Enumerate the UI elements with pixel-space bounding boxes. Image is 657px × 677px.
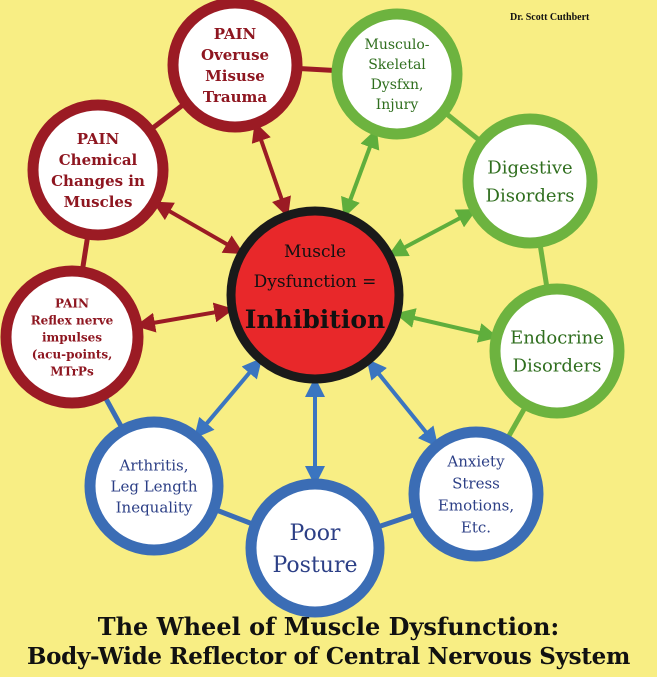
node-label-line: Emotions, xyxy=(438,496,514,514)
arrow-pain-reflex xyxy=(135,302,235,333)
node-label-line: Musculo- xyxy=(364,37,429,53)
node-label-line: PAIN xyxy=(55,296,89,310)
node-label-line: MTrPs xyxy=(50,364,94,378)
node-label-line: Arthritis, xyxy=(119,456,189,474)
node-ring xyxy=(84,416,224,556)
node-label-line: Posture xyxy=(273,553,358,578)
node-label-line: Trauma xyxy=(203,88,267,106)
node-label-line: Disorders xyxy=(486,185,575,206)
node-ring xyxy=(245,478,385,618)
node-ring xyxy=(0,265,144,409)
node-label-line: Dysfxn, xyxy=(371,77,424,93)
node-label-line: impulses xyxy=(42,330,102,344)
node-ring xyxy=(331,8,463,140)
node-label-line: Overuse xyxy=(201,46,269,64)
node-pain-reflex: PAIN Reflex nerve impulses (acu-points, MTrP… xyxy=(0,265,144,409)
center-circle xyxy=(226,206,404,384)
arrow-pain-overuse xyxy=(251,121,291,218)
node-label-line: Digestive xyxy=(487,157,572,178)
node-label-line: Muscles xyxy=(64,193,133,211)
node-label-line: Misuse xyxy=(205,67,265,85)
center-label-line: Inhibition xyxy=(245,305,385,334)
arrow-musculo-skeletal xyxy=(341,128,380,219)
node-ring xyxy=(489,283,625,419)
node-label-line: PAIN xyxy=(77,130,120,148)
diagram-title: The Wheel of Muscle Dysfunction: xyxy=(97,612,560,641)
node-label-line: Endocrine xyxy=(510,327,604,348)
node-label-line: Inequality xyxy=(116,498,193,516)
node-ring xyxy=(27,99,169,241)
node-label-line: Changes in xyxy=(51,172,145,190)
node-label-line: PAIN xyxy=(214,25,257,43)
arrow-pain-chemical xyxy=(152,201,244,255)
node-label-line: (acu-points, xyxy=(32,347,113,361)
arrow-anxiety xyxy=(366,358,439,448)
node-label-line: Chemical xyxy=(59,151,138,169)
node-label-line: Stress xyxy=(452,474,500,492)
wheel-nodes: PAINOveruseMisuseTraumaMusculo-SkeletalD… xyxy=(0,0,625,618)
node-ring xyxy=(408,426,544,562)
node-label-line: Poor xyxy=(290,521,341,546)
arrow-digestive xyxy=(387,209,477,257)
diagram-subtitle: Body-Wide Reflector of Central Nervous S… xyxy=(27,643,630,670)
node-label-line: Reflex nerve xyxy=(31,313,114,327)
node-label-line: Etc. xyxy=(461,518,491,536)
center-label-line: Muscle xyxy=(284,242,346,262)
node-ring xyxy=(462,113,598,249)
node-label-line: Disorders xyxy=(513,355,602,376)
node-label-line: Injury xyxy=(376,97,419,113)
node-ring xyxy=(167,0,303,133)
arrow-arthritis xyxy=(193,357,263,439)
arrow-endocrine xyxy=(394,308,499,343)
author-credit: Dr. Scott Cuthbert xyxy=(510,12,590,23)
node-label-line: Leg Length xyxy=(111,477,198,495)
center-label-line: Dysfunction = xyxy=(254,272,377,292)
node-label-line: Anxiety xyxy=(446,452,505,470)
node-label-line: Skeletal xyxy=(368,57,426,73)
connector-arrows xyxy=(135,121,499,486)
